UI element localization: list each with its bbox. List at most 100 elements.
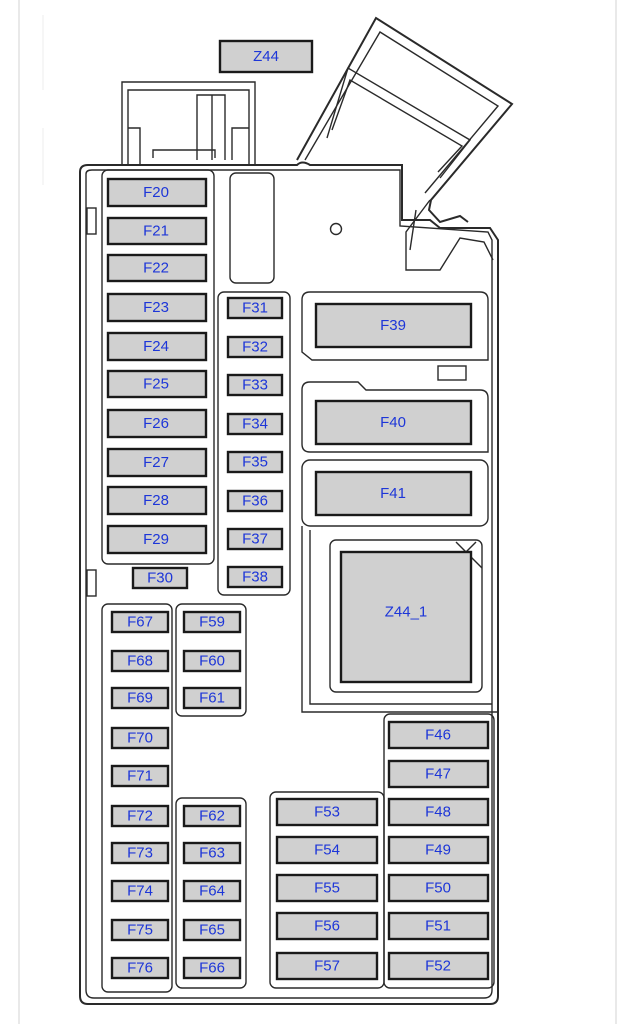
fuse-F54-label: F54 [314,842,340,859]
fuse-F31-body [226,296,284,320]
fuse-F46: F46 [387,720,490,750]
fuse-F24-label: F24 [143,338,169,355]
fuse-F70: F70 [110,726,170,750]
fuse-F21: F21 [106,216,208,246]
fuse-F67-label: F67 [127,614,153,631]
fuse-F73-label: F73 [127,845,153,862]
fuse-F47: F47 [387,759,490,789]
fuse-F75-label: F75 [127,922,153,939]
fuse-F31-label: F31 [242,300,268,317]
fuse-F70-label: F70 [127,730,153,747]
fuse-F72: F72 [110,804,170,828]
fuse-F34-body [226,412,284,436]
fuse-F76-body [110,956,170,980]
fuse-F25: F25 [106,369,208,399]
fuse-Z44: Z44 [218,39,314,74]
fuse-F69-body [110,686,170,710]
fuse-F63: F63 [182,841,242,865]
fuse-F27-body [106,447,208,478]
group-outlines [101,169,498,993]
fuse-F63-label: F63 [199,845,225,862]
fuse-F40-body [314,399,473,446]
fuse-F47-label: F47 [425,766,451,783]
fuse-F22: F22 [106,253,208,283]
fuse-F60-body [182,649,242,673]
fuse-F33-body [226,373,284,397]
fuse-F32-body [226,335,284,359]
fuse-F74: F74 [110,879,170,903]
fuse-F75-body [110,918,170,942]
fuse-F37-body [226,527,284,551]
fuse-F29-body [106,524,208,555]
fuse-F20-label: F20 [143,184,169,201]
fuse-F52-label: F52 [425,958,451,975]
fuse-F25-body [106,369,208,399]
fuse-F71-label: F71 [127,768,153,785]
fuse-F68-body [110,649,170,673]
fuse-F62-body [182,804,242,828]
fuse-F38: F38 [226,565,284,589]
fuse-F63-body [182,841,242,865]
fuse-F57-body [275,951,379,981]
fuse-F67: F67 [110,610,170,634]
latch-arm [296,16,514,271]
fuse-F71-body [110,764,170,788]
fuse-F39: F39 [314,302,473,349]
fuse-F39-label: F39 [380,317,406,334]
fuse-F35-body [226,450,284,474]
fuse-F32-label: F32 [242,339,268,356]
fuse-F21-label: F21 [143,223,169,240]
fuse-F22-body [106,253,208,283]
fuse-F64: F64 [182,879,242,903]
fuse-F34-label: F34 [242,416,268,433]
fuse-F23: F23 [106,292,208,323]
fuse-F51-body [387,911,490,941]
fuse-F64-label: F64 [199,883,225,900]
fuse-F62-label: F62 [199,808,225,825]
fuse-F30-body [131,566,189,590]
fuse-F68-label: F68 [127,653,153,670]
fuse-F67-body [110,610,170,634]
fuse-F55-body [275,873,379,903]
fuse-F59-body [182,610,242,634]
fuse-F48-label: F48 [425,804,451,821]
fuse-F61-body [182,686,242,710]
fuse-F53: F53 [275,797,379,827]
fuse-Z44_1-body [339,550,473,684]
fuse-F33-label: F33 [242,377,268,394]
fuse-F56-label: F56 [314,918,340,935]
fuse-F47-body [387,759,490,789]
fuse-F57: F57 [275,951,379,981]
fuse-F50-body [387,873,490,903]
fuse-F32: F32 [226,335,284,359]
housing [79,161,499,1005]
fuse-F24: F24 [106,331,208,362]
fuse-F51-label: F51 [425,918,451,935]
fuse-F33: F33 [226,373,284,397]
fuse-F54: F54 [275,835,379,865]
fuse-F72-body [110,804,170,828]
fuse-F53-body [275,797,379,827]
fuse-F49: F49 [387,835,490,865]
fuse-F66: F66 [182,956,242,980]
fuse-F35: F35 [226,450,284,474]
fuse-F28-label: F28 [143,492,169,509]
fuse-Z44-label: Z44 [253,48,279,65]
fuse-F26: F26 [106,408,208,439]
fuse-F56: F56 [275,911,379,941]
fuse-F76: F76 [110,956,170,980]
fuse-F53-label: F53 [314,804,340,821]
fuse-F73-body [110,841,170,865]
fuse-F66-body [182,956,242,980]
fuse-F74-body [110,879,170,903]
fuse-F23-label: F23 [143,299,169,316]
fuse-F28: F28 [106,485,208,516]
fuse-F40-label: F40 [380,414,406,431]
fuse-F76-label: F76 [127,960,153,977]
fuse-F69-label: F69 [127,690,153,707]
fuse-F27: F27 [106,447,208,478]
fuse-F49-label: F49 [425,842,451,859]
fuse-F64-body [182,879,242,903]
fuse-F34: F34 [226,412,284,436]
